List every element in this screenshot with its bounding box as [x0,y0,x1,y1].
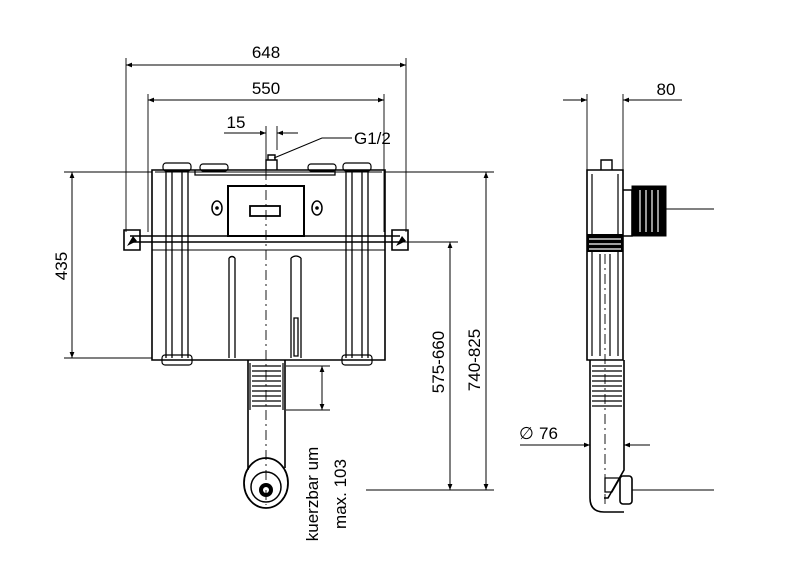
dim-inlet-offset: 15 [227,113,246,132]
side-flush-pipe [589,360,625,513]
top-lug-right [307,163,337,172]
side-view [586,159,667,513]
dim-pipe-diameter: 76 [539,424,558,443]
wall-bracket-left [123,229,141,251]
side-tank-body [586,169,624,361]
flush-pipe [247,360,286,470]
wall-bracket-right [391,229,409,251]
front-view [123,150,409,509]
dim-pipe-diameter-symbol: ∅ [519,424,534,443]
side-dimensions: 80 ∅ 76 [519,80,714,491]
mounting-rail [130,235,400,243]
dim-flush-height: 575-660 [429,331,448,393]
dim-height: 435 [52,252,71,280]
label-inlet-thread: G1/2 [354,129,391,148]
front-dimensions: 648 550 15 G1/2 435 575-660 740-825 kuer… [52,43,494,541]
dim-overall-width: 648 [252,43,280,62]
tank-body [151,169,386,361]
dim-total-height: 740-825 [465,329,484,391]
note-shortenable-line1: kuerzbar um [303,447,322,541]
top-lug-mid [199,163,229,172]
dim-depth: 80 [657,80,676,99]
top-lug-left [162,162,192,172]
side-actuator-box [631,185,667,237]
dim-frame-width: 550 [252,79,280,98]
note-shortenable-line2: max. 103 [331,459,350,529]
